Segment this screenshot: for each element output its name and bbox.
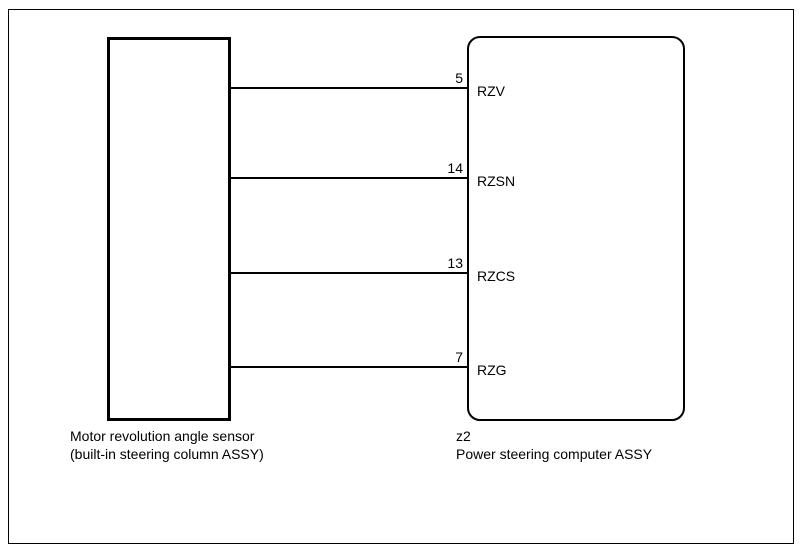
computer-caption-line: Power steering computer ASSY xyxy=(456,446,653,462)
computer-box xyxy=(467,36,685,421)
sensor-caption-line2: (built-in steering column ASSY) xyxy=(70,446,264,462)
sensor-caption: Motor revolution angle sensor (built-in … xyxy=(70,427,264,463)
pin-label: RZSN xyxy=(477,173,516,189)
sensor-caption-line1: Motor revolution angle sensor xyxy=(70,428,255,444)
wire-rzsn xyxy=(230,177,468,179)
wire-rzv xyxy=(230,87,468,89)
wire-rzcs xyxy=(230,272,468,274)
computer-caption: z2 Power steering computer ASSY xyxy=(456,427,652,463)
pin-label: RZV xyxy=(477,83,505,99)
pin-number: 14 xyxy=(447,160,463,176)
diagram-outer-border xyxy=(8,9,794,544)
pin-number: 13 xyxy=(447,255,463,271)
pin-label: RZCS xyxy=(477,268,516,284)
pin-label: RZG xyxy=(477,362,507,378)
computer-connector-code: z2 xyxy=(456,428,471,444)
sensor-box xyxy=(107,37,231,421)
pin-number: 5 xyxy=(455,70,463,86)
pin-number: 7 xyxy=(455,349,463,365)
wire-rzg xyxy=(230,366,468,368)
